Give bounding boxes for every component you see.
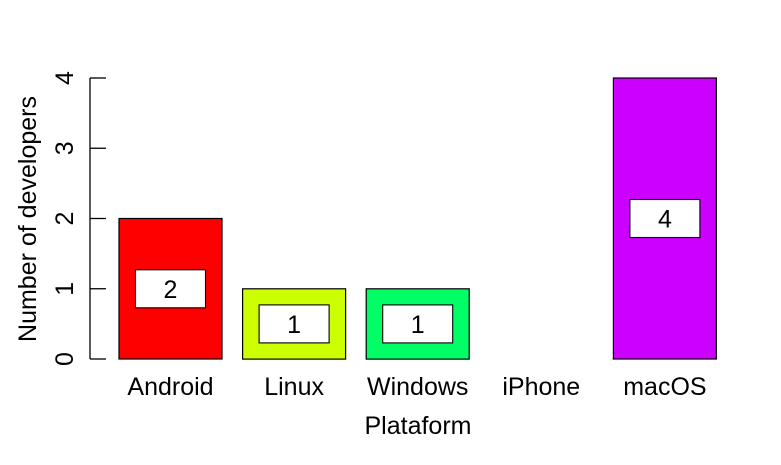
x-tick-label-macos: macOS <box>623 373 706 401</box>
y-axis: 0 1 2 3 4 <box>51 71 106 366</box>
data-label-box-macos <box>629 198 701 239</box>
data-label-box-linux <box>258 304 330 344</box>
x-tick-label-linux: Linux <box>264 373 324 401</box>
x-axis: Android Linux Windows iPhone macOS <box>127 373 706 401</box>
y-tick-label-2: 2 <box>51 212 79 226</box>
y-axis-title: Number of developers <box>14 96 42 342</box>
data-label-windows: 1 <box>411 311 425 339</box>
x-tick-label-windows: Windows <box>367 373 468 401</box>
data-label-linux: 1 <box>287 311 301 339</box>
y-tick-label-0: 0 <box>51 352 79 366</box>
data-label-macos: 4 <box>658 206 672 234</box>
bars-layer: 2 1 1 4 <box>118 77 718 360</box>
x-tick-label-android: Android <box>127 373 213 401</box>
y-tick-label-4: 4 <box>51 71 79 85</box>
data-label-box-android <box>134 269 207 309</box>
data-label-box-windows <box>382 304 454 344</box>
data-label-android: 2 <box>164 276 178 304</box>
x-tick-label-iphone: iPhone <box>502 373 580 401</box>
x-axis-title: Plataform <box>365 412 472 440</box>
y-tick-label-3: 3 <box>51 141 79 155</box>
y-tick-label-1: 1 <box>51 282 79 296</box>
